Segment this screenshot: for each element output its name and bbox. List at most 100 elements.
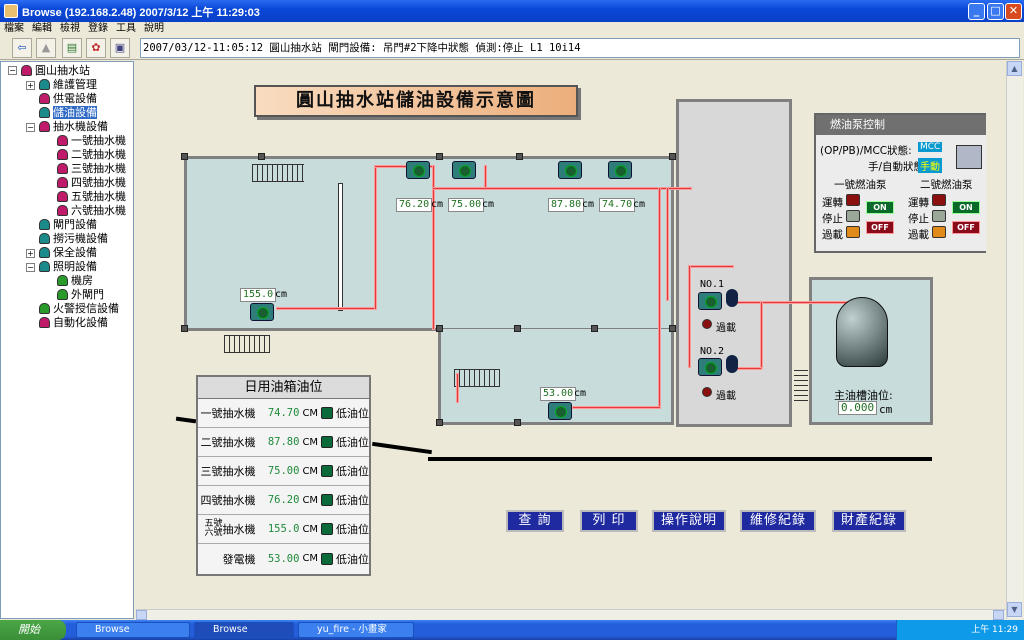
stop-label: 停止 <box>822 213 843 225</box>
node-icon <box>39 233 50 244</box>
stop-lamp <box>846 210 860 222</box>
level-readout: 155.0 <box>240 288 277 302</box>
overload-label: 過載 <box>716 391 736 402</box>
scroll-down-icon[interactable]: ▼ <box>1007 602 1022 617</box>
pump-head-icon <box>726 289 738 307</box>
taskbar-item-browse[interactable]: Browse <box>76 622 190 638</box>
level-unit: cm <box>582 199 595 210</box>
tree-item-pump-4[interactable]: 四號抽水機 <box>57 176 126 190</box>
tree-item-pump-1[interactable]: 一號抽水機 <box>57 134 126 148</box>
settings-icon[interactable]: ✿ <box>86 38 106 58</box>
tree-item-maintenance[interactable]: 維護管理 <box>39 78 97 92</box>
up-icon[interactable]: ▲ <box>36 38 56 58</box>
print-button[interactable]: 列 印 <box>580 510 638 532</box>
grate <box>252 164 304 182</box>
pump1-off-button[interactable]: OFF <box>866 221 894 234</box>
collapse-toggle[interactable]: − <box>8 66 17 75</box>
minimize-button[interactable]: _ <box>968 3 985 20</box>
menu-help[interactable]: 說明 <box>144 23 164 34</box>
close-button[interactable]: ✕ <box>1005 3 1022 20</box>
oil-pipe <box>484 165 487 189</box>
horizontal-scrollbar[interactable] <box>136 609 1006 620</box>
window-title-bar[interactable]: Browse (192.168.2.48) 2007/3/12 上午 11:29… <box>0 0 1024 22</box>
tree-item-oil-storage[interactable]: 儲油設備 <box>39 106 97 120</box>
start-button[interactable]: 開始 <box>0 620 66 640</box>
tree-item-power[interactable]: 供電設備 <box>39 92 97 106</box>
document-icon[interactable]: ▤ <box>62 38 82 58</box>
fuel-pump-icon <box>698 358 722 376</box>
low-level-lamp <box>321 552 333 565</box>
scroll-left-icon[interactable] <box>136 610 147 620</box>
main-tank-value: 0.000 <box>838 401 878 415</box>
run-lamp <box>846 194 860 206</box>
expand-toggle[interactable]: + <box>26 81 35 90</box>
tree-item-lighting[interactable]: 照明設備 <box>39 260 97 274</box>
wall-post <box>181 153 188 160</box>
back-arrow-icon[interactable]: ⇦ <box>12 38 32 58</box>
taskbar-item-paint[interactable]: yu_fire - 小畫家 <box>298 622 414 638</box>
expand-toggle[interactable]: + <box>26 249 35 258</box>
taskbar-item-browse-active[interactable]: Browse <box>194 622 294 638</box>
tree-item-outer-gate[interactable]: 外閘門 <box>57 288 104 302</box>
wall-post <box>669 153 676 160</box>
run-label: 運轉 <box>908 197 929 209</box>
scroll-up-icon[interactable]: ▲ <box>1007 61 1022 76</box>
maximize-button[interactable]: □ <box>987 3 1004 20</box>
tree-item-fire-alarm[interactable]: 火警授信設備 <box>39 302 119 316</box>
instructions-button[interactable]: 操作說明 <box>652 510 726 532</box>
pump1-title: 一號燃油泵 <box>834 179 887 191</box>
ma-switch-icon[interactable] <box>956 145 982 169</box>
menu-file[interactable]: 檔案 <box>4 23 24 34</box>
wall-post <box>181 325 188 332</box>
menu-login[interactable]: 登錄 <box>88 23 108 34</box>
wall-post <box>514 325 521 332</box>
grate <box>794 367 808 401</box>
vertical-scrollbar[interactable]: ▲ ▼ <box>1006 61 1023 619</box>
node-icon <box>57 205 68 216</box>
tree-item-pump-3[interactable]: 三號抽水機 <box>57 162 126 176</box>
level-readout: 76.20 <box>396 198 433 212</box>
menu-edit[interactable]: 編輯 <box>32 23 52 34</box>
tree-item-pump-2[interactable]: 二號抽水機 <box>57 148 126 162</box>
divider-wall <box>338 183 343 311</box>
pump2-on-button[interactable]: ON <box>952 201 980 214</box>
sidebar-tree[interactable]: − 圓山抽水站 + 維護管理 供電設備 儲油設備 − 抽水機設備 一號抽水機 二… <box>0 61 134 619</box>
tree-item-pump-5[interactable]: 五號抽水機 <box>57 190 126 204</box>
pump-no1-label: NO.1 <box>700 279 725 290</box>
node-icon <box>39 121 50 132</box>
pump2-off-button[interactable]: OFF <box>952 221 980 234</box>
tree-item-security[interactable]: 保全設備 <box>39 246 97 260</box>
menu-tools[interactable]: 工具 <box>116 23 136 34</box>
tree-item-pumps[interactable]: 抽水機設備 <box>39 120 108 134</box>
tree-root[interactable]: 圓山抽水站 <box>21 64 90 78</box>
oil-tank-icon <box>558 161 582 179</box>
collapse-toggle[interactable]: − <box>26 263 35 272</box>
oil-pipe <box>760 301 763 369</box>
clock: 上午 11:29 <box>971 625 1018 635</box>
query-button[interactable]: 查 詢 <box>506 510 564 532</box>
level-readout: 53.00 <box>540 387 577 401</box>
tree-item-pump-6[interactable]: 六號抽水機 <box>57 204 126 218</box>
pump-house <box>676 99 792 427</box>
wall-post <box>591 325 598 332</box>
tree-item-trash-rake[interactable]: 撈污機設備 <box>39 232 108 246</box>
scroll-right-icon[interactable] <box>993 610 1004 620</box>
menu-view[interactable]: 檢視 <box>60 23 80 34</box>
tree-item-gates[interactable]: 閘門設備 <box>39 218 97 232</box>
grate <box>224 335 270 353</box>
wall-post <box>258 153 265 160</box>
tree-item-automation[interactable]: 自動化設備 <box>39 316 108 330</box>
window-icon[interactable]: ▣ <box>110 38 130 58</box>
tree-item-machine-room[interactable]: 機房 <box>57 274 93 288</box>
oil-pipe <box>658 187 661 409</box>
asset-log-button[interactable]: 財產紀錄 <box>832 510 906 532</box>
pump1-on-button[interactable]: ON <box>866 201 894 214</box>
op-status-value: MCC <box>918 142 943 152</box>
maintenance-log-button[interactable]: 維修紀錄 <box>740 510 816 532</box>
collapse-toggle[interactable]: − <box>26 123 35 132</box>
mode-status-label: 手/自動狀態: <box>868 161 928 173</box>
run-label: 運轉 <box>822 197 843 209</box>
